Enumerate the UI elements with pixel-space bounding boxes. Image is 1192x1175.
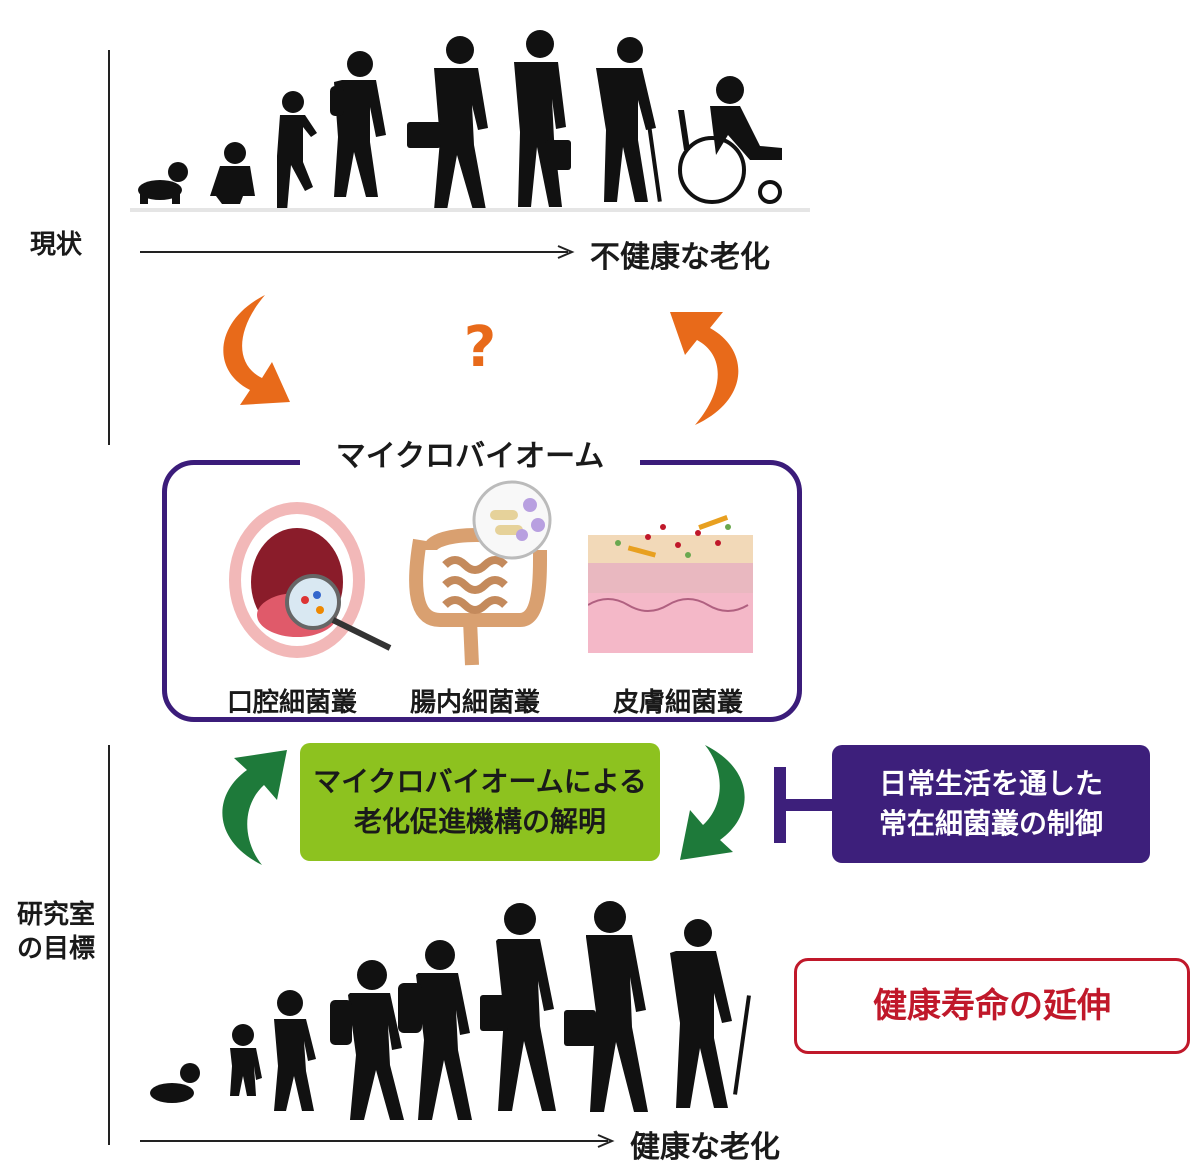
lab-goal-label: 研究室 の目標: [6, 898, 106, 966]
control-box: 日常生活を通した 常在細菌叢の制御: [832, 745, 1150, 863]
mouth-icon: [229, 502, 392, 658]
teen-silhouette: [330, 51, 386, 197]
student-silhouette: [398, 940, 472, 1120]
bottom-divider-line: [108, 745, 110, 1145]
mechanism-box: マイクロバイオームによる 老化促進機構の解明: [300, 743, 660, 861]
inhibition-connector: [774, 767, 836, 843]
elderly-with-cane-silhouette: [596, 37, 662, 202]
skin-icon: [588, 515, 753, 653]
control-line1: 日常生活を通した: [878, 767, 1103, 800]
lab-goal-line2: の目標: [16, 934, 95, 964]
toddler-silhouette: [230, 1024, 262, 1096]
schoolchild-silhouette: [330, 960, 404, 1120]
elderly-walking-silhouette: [670, 919, 751, 1108]
crawling-baby-silhouette-2: [150, 1063, 200, 1103]
sitting-toddler-silhouette: [210, 142, 255, 204]
question-mark: ?: [463, 315, 497, 380]
young-adult-walking-silhouette: [480, 903, 556, 1111]
green-arrow-down-right: [680, 745, 745, 860]
crawling-baby-silhouette: [138, 162, 188, 204]
orange-arrow-up-right: [670, 312, 739, 425]
current-state-label: 現状: [29, 230, 82, 260]
unhealthy-aging-silhouettes: [130, 30, 810, 212]
control-line2: 常在細菌叢の制御: [878, 807, 1103, 840]
young-adult-silhouette: [407, 36, 488, 210]
unhealthy-aging-caption: 不健康な老化: [590, 240, 770, 275]
unhealthy-aging-arrow: [140, 245, 575, 259]
mechanism-line1: マイクロバイオームによる: [313, 765, 647, 798]
gut-microbiota-label: 腸内細菌叢: [409, 688, 540, 718]
skin-microbiota-label: 皮膚細菌叢: [612, 688, 743, 718]
wheelchair-user-silhouette: [678, 76, 782, 204]
healthy-aging-caption: 健康な老化: [630, 1130, 780, 1165]
top-divider-line: [108, 50, 110, 445]
microbiome-title: マイクロバイオーム: [300, 432, 640, 482]
healthy-aging-silhouettes: [150, 901, 751, 1120]
child-walking-silhouette: [274, 990, 316, 1111]
child-silhouette: [277, 91, 317, 211]
adult-phone-silhouette: [564, 901, 648, 1112]
lab-goal-line1: 研究室: [16, 900, 95, 930]
healthy-aging-arrow: [140, 1134, 615, 1148]
green-arrow-up-left: [222, 750, 287, 865]
orange-arrow-down-left: [223, 295, 290, 405]
adult-silhouette: [514, 30, 571, 207]
intestine-icon: [409, 480, 552, 666]
mechanism-line2: 老化促進機構の解明: [353, 805, 606, 838]
healthspan-box: 健康寿命の延伸: [794, 958, 1190, 1054]
oral-microbiota-label: 口腔細菌叢: [226, 688, 357, 718]
